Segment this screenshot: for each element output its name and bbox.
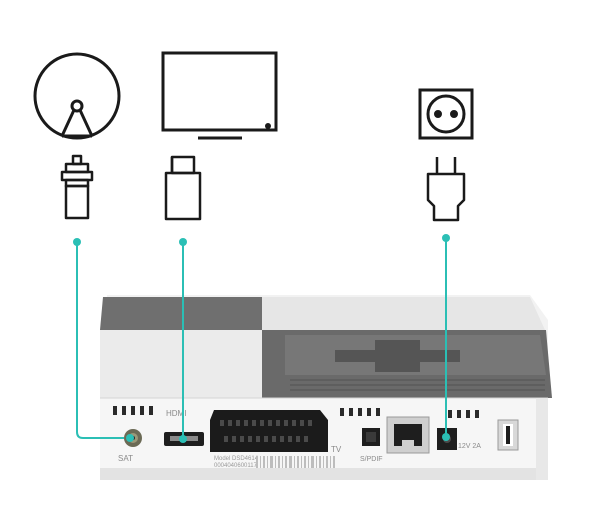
ethernet-port bbox=[386, 416, 430, 454]
power-plug-icon bbox=[426, 157, 466, 222]
power-line-start-dot bbox=[442, 234, 450, 242]
f-connector-plug-icon bbox=[60, 154, 94, 220]
satellite-dish-icon bbox=[33, 52, 121, 140]
usb-port bbox=[497, 419, 519, 451]
sat-connection-line bbox=[76, 242, 124, 439]
connection-dots bbox=[73, 234, 450, 443]
sat-port-label: SAT bbox=[118, 454, 133, 463]
model-label: Model DSD4614 bbox=[214, 456, 259, 462]
sat-line-start-dot bbox=[73, 238, 81, 246]
tv-port-label: TV bbox=[331, 445, 342, 454]
spdif-port bbox=[362, 428, 380, 446]
sat-line-end-dot bbox=[126, 434, 134, 442]
spdif-port-label: S/PDIF bbox=[360, 456, 383, 463]
power-port-label: 12V 2A bbox=[458, 443, 481, 450]
set-top-box: SAT HDMI TV bbox=[100, 295, 552, 480]
hdmi-plug-icon bbox=[164, 155, 202, 221]
hdmi-line-end-dot bbox=[179, 435, 187, 443]
vent-slots bbox=[113, 406, 479, 418]
connection-lines bbox=[76, 238, 447, 439]
serial-label: 0004040600117 bbox=[214, 463, 258, 469]
hdmi-port-label: HDMI bbox=[166, 409, 186, 418]
hdmi-line-start-dot bbox=[179, 238, 187, 246]
barcode bbox=[256, 456, 335, 468]
scart-port bbox=[210, 410, 328, 452]
power-line-end-dot bbox=[442, 433, 450, 441]
tv-icon bbox=[161, 51, 278, 140]
power-socket-icon bbox=[418, 88, 474, 140]
